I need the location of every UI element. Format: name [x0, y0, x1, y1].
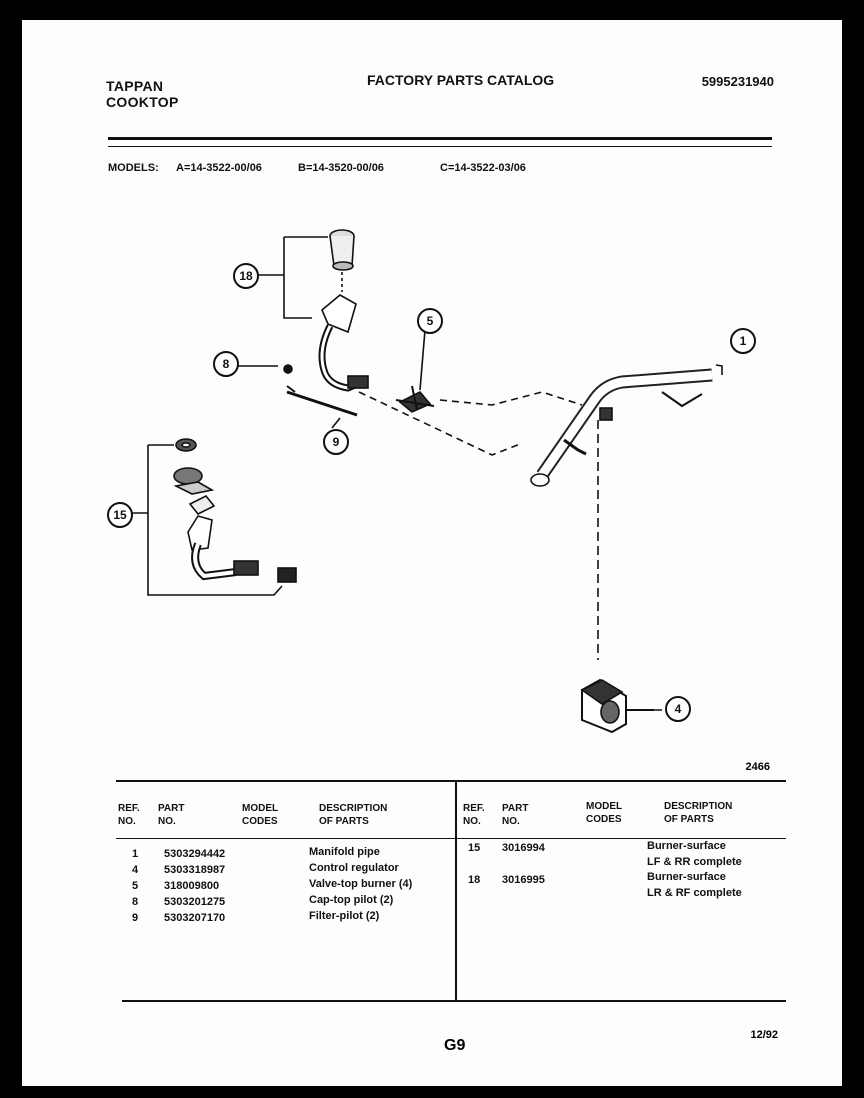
page-number: G9: [444, 1037, 466, 1054]
callout-15: 15: [107, 502, 133, 528]
callout-1: 1: [730, 328, 756, 354]
filter-pilot: [286, 385, 358, 417]
publication-date: 12/92: [750, 1029, 778, 1041]
cap-top-pilot: [283, 364, 293, 374]
header-model-codes-right: MODEL CODES: [586, 801, 623, 825]
svg-text:18: 18: [239, 269, 253, 283]
header-ref-no: REF. NO.: [118, 803, 140, 827]
svg-text:4: 4: [675, 702, 682, 716]
row-part: 5303207170: [164, 912, 226, 924]
header-rule-thin: [108, 146, 772, 147]
model-c: C=14-3522-03/06: [440, 162, 526, 174]
burner-assembly-18: [318, 229, 369, 392]
svg-text:5: 5: [427, 314, 434, 328]
model-a: A=14-3522-00/06: [176, 162, 262, 174]
model-b: B=14-3520-00/06: [298, 162, 384, 174]
row-part: 5303294442: [164, 848, 226, 860]
row-desc-right: Burner-surface: [647, 871, 726, 883]
callout-9: 9: [323, 429, 349, 455]
svg-text:8: 8: [223, 357, 230, 371]
table-divider: [455, 782, 457, 1002]
svg-text:15: 15: [113, 508, 127, 522]
row-desc-right-line2: LF & RR complete: [647, 856, 742, 868]
row-desc: Filter-pilot (2): [309, 910, 380, 922]
row-desc: Manifold pipe: [309, 846, 380, 858]
burner-assembly-15: [173, 438, 297, 583]
publication-number: 5995231940: [701, 74, 774, 89]
row-ref-right: 18: [468, 874, 481, 886]
header-ref-no-right: REF. NO.: [463, 803, 485, 827]
row-ref: 8: [132, 896, 139, 908]
header-description-right: DESCRIPTION OF PARTS: [664, 801, 733, 825]
callout-4: 4: [665, 696, 691, 722]
table-top-rule: [116, 780, 786, 782]
row-ref: 5: [132, 880, 139, 892]
callout-5: 5: [417, 308, 443, 334]
header-description: DESCRIPTION OF PARTS: [319, 803, 388, 827]
row-part: 5303201275: [164, 896, 226, 908]
row-desc-right: Burner-surface: [647, 840, 726, 852]
brand-name: TAPPAN: [106, 78, 164, 94]
row-desc: Valve-top burner (4): [309, 878, 413, 890]
header-part-no-right: PART NO.: [502, 803, 529, 827]
header-rule-thick: [108, 137, 772, 140]
row-part-right: 3016995: [502, 874, 545, 886]
catalog-title: FACTORY PARTS CATALOG: [367, 72, 555, 88]
row-desc-right-line2: LR & RF complete: [647, 887, 742, 899]
table-header-rule: [116, 838, 786, 839]
row-ref: 9: [132, 912, 139, 924]
svg-text:1: 1: [740, 334, 747, 348]
row-desc: Cap-top pilot (2): [309, 894, 394, 906]
svg-text:9: 9: [333, 435, 340, 449]
header-model-codes: MODEL CODES: [242, 803, 279, 827]
row-ref-right: 15: [468, 842, 481, 854]
manifold-pipe: [530, 368, 713, 487]
parts-catalog-page: TAPPAN COOKTOP FACTORY PARTS CATALOG 599…: [22, 20, 842, 1086]
models-label: MODELS:: [108, 162, 159, 174]
row-part-right: 3016994: [502, 842, 545, 854]
figure-number: 2466: [745, 761, 770, 773]
row-desc: Control regulator: [309, 862, 399, 874]
row-ref: 1: [132, 848, 139, 860]
table-bottom-rule: [122, 1000, 786, 1002]
valve-top-burner: [395, 385, 435, 413]
callout-8: 8: [213, 351, 239, 377]
product-type: COOKTOP: [106, 94, 179, 110]
row-ref: 4: [132, 864, 139, 876]
header-part-no: PART NO.: [158, 803, 185, 827]
callout-18: 18: [233, 263, 259, 289]
exploded-parts-diagram: 18 8 5 9 1 15: [107, 229, 756, 734]
control-regulator: [580, 678, 654, 734]
row-part: 318009800: [164, 880, 220, 892]
row-part: 5303318987: [164, 864, 226, 876]
